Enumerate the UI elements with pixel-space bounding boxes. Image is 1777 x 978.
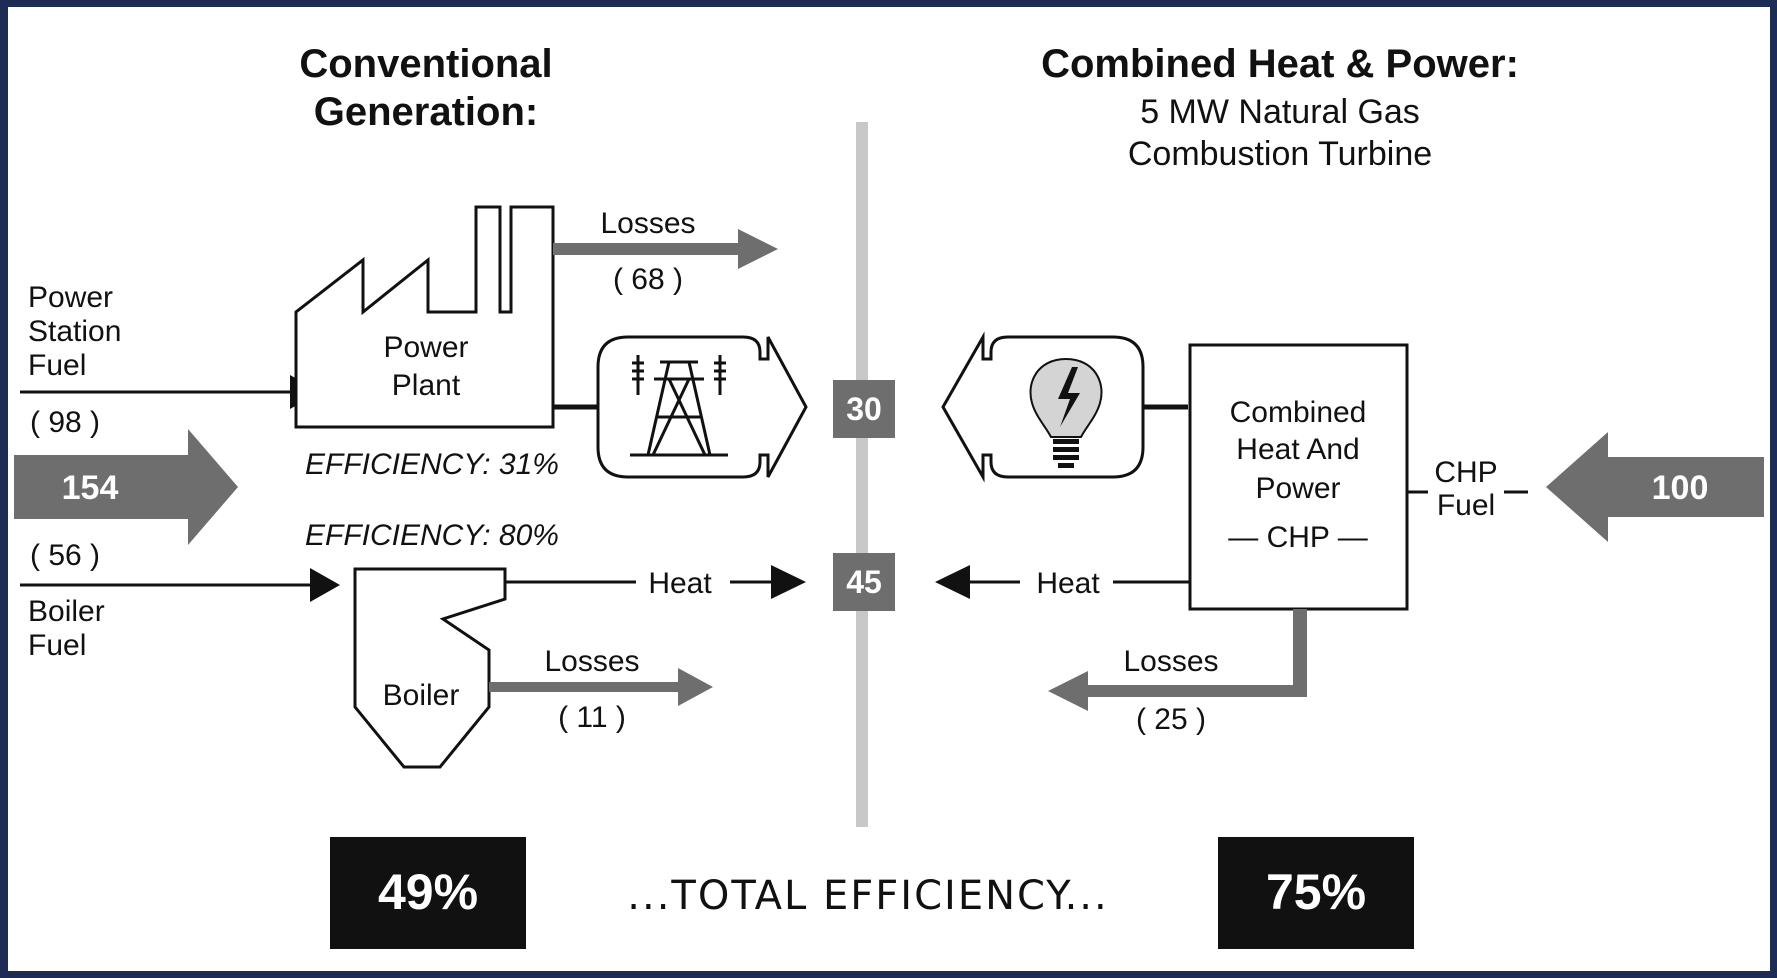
power-plant-icon <box>294 205 555 429</box>
power-station-fuel-label-2: Station <box>28 315 121 348</box>
heat-output-value: 45 <box>846 564 882 600</box>
power-fuel-value: ( 98 ) <box>30 406 100 439</box>
chp-title: Combined Heat & Power: <box>1041 42 1519 86</box>
power-losses-value: ( 68 ) <box>613 263 683 296</box>
boiler-fuel-arrowhead <box>310 568 340 602</box>
conventional-total-value: 49% <box>378 864 478 920</box>
conventional-title-line1: Conventional <box>299 42 552 86</box>
boiler-efficiency: EFFICIENCY: 80% <box>305 519 559 552</box>
total-fuel-arrow <box>14 429 238 545</box>
conventional-title-line2: Generation: <box>314 90 538 134</box>
diagram-panel: Conventional Generation: Combined Heat &… <box>8 7 1770 971</box>
boiler-fuel-label-1: Boiler <box>28 595 105 628</box>
chp-fuel-value: 100 <box>1652 469 1709 507</box>
chp-fuel-label-1: CHP <box>1434 456 1497 489</box>
power-losses-arrow <box>553 229 778 269</box>
power-station-fuel-label-1: Power <box>28 281 113 314</box>
boiler-losses-arrow <box>489 668 713 706</box>
lightbulb-icon <box>1029 357 1103 468</box>
total-fuel-value: 154 <box>62 469 119 507</box>
boiler-icon <box>353 567 507 769</box>
chp-losses-value: ( 25 ) <box>1136 703 1206 736</box>
heat-output-badge <box>833 553 895 611</box>
power-station-fuel-label-3: Fuel <box>28 349 86 382</box>
chp-subtitle-line2: Combustion Turbine <box>1128 135 1432 173</box>
chp-fuel-arrow <box>1546 432 1764 542</box>
chp-comparison-diagram: Conventional Generation: Combined Heat &… <box>14 42 1764 949</box>
chp-total-badge <box>1218 837 1414 949</box>
chp-losses-arrow <box>1048 609 1307 711</box>
chp-subtitle-line1: 5 MW Natural Gas <box>1140 93 1420 131</box>
total-efficiency-label: ...TOTAL EFFICIENCY... <box>627 873 1108 919</box>
power-losses-label: Losses <box>600 207 695 240</box>
chp-unit-label-2: Heat And <box>1236 433 1359 466</box>
chp-total-value: 75% <box>1266 864 1366 920</box>
transmission-tower-icon <box>630 355 728 457</box>
power-plant-label-2: Plant <box>392 369 461 402</box>
boiler-heat-label: Heat <box>648 567 712 600</box>
chp-unit-label-1: Combined <box>1230 396 1367 429</box>
power-plant-label-1: Power <box>383 331 468 364</box>
boiler-label: Boiler <box>383 679 460 712</box>
center-divider <box>856 122 868 827</box>
boiler-fuel-label-2: Fuel <box>28 629 86 662</box>
electricity-output-badge <box>833 380 895 438</box>
electricity-output-value: 30 <box>846 391 882 427</box>
boiler-heat-arrowhead <box>771 565 806 599</box>
chp-heat-label: Heat <box>1036 567 1100 600</box>
chp-heat-arrowhead <box>935 565 970 599</box>
chp-fuel-label-2: Fuel <box>1437 489 1495 522</box>
chp-losses-label: Losses <box>1123 645 1218 678</box>
conventional-total-badge <box>330 837 526 949</box>
boiler-fuel-value: ( 56 ) <box>30 539 100 572</box>
boiler-losses-label: Losses <box>544 645 639 678</box>
boiler-losses-value: ( 11 ) <box>558 701 626 734</box>
chp-unit-label-3: Power <box>1255 472 1340 505</box>
power-plant-efficiency: EFFICIENCY: 31% <box>305 448 559 481</box>
chp-unit-label-4: — CHP — <box>1228 521 1367 554</box>
